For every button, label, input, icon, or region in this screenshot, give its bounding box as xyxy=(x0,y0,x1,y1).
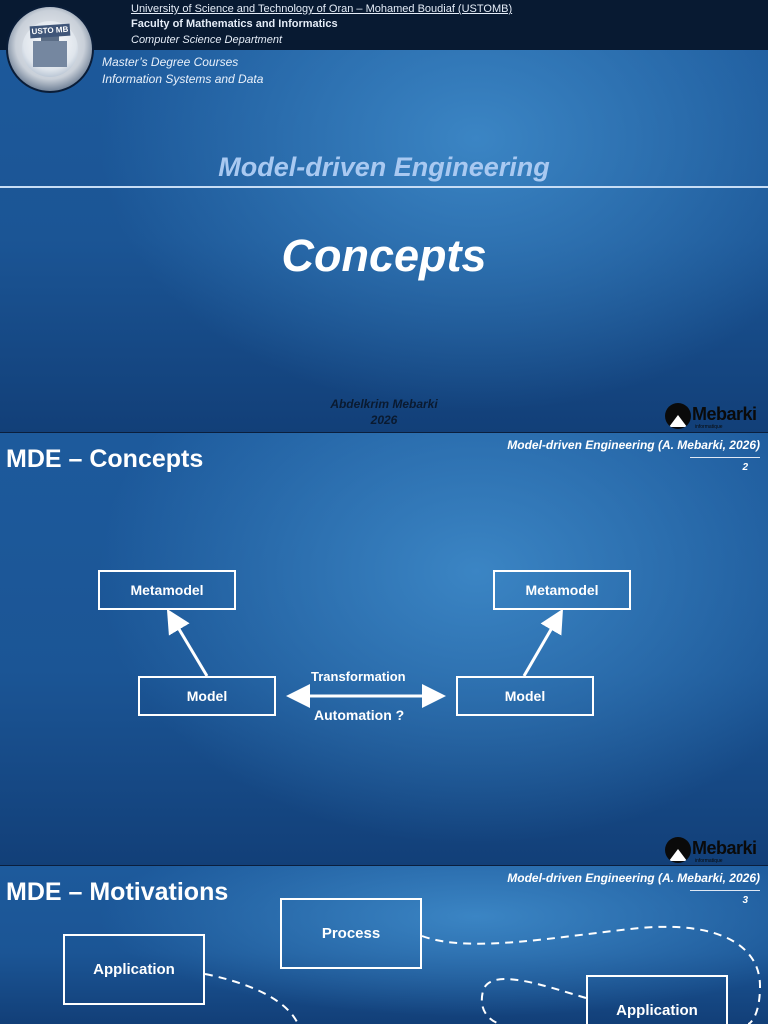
brand-logo: Mebarki informatique xyxy=(665,403,768,433)
left-metamodel-box: Metamodel xyxy=(98,570,236,610)
page-number: 2 xyxy=(742,462,748,473)
brand-subtext: informatique xyxy=(695,858,723,864)
process-box: Process xyxy=(280,898,422,969)
slide-heading: MDE – Concepts xyxy=(6,445,204,473)
mountain-icon xyxy=(665,837,691,863)
program-line-1: Master’s Degree Courses xyxy=(102,55,239,69)
header-bar xyxy=(0,0,768,50)
right-model-box: Model xyxy=(456,676,594,716)
program-line-2: Information Systems and Data xyxy=(102,72,264,86)
automation-label: Automation ? xyxy=(314,707,405,723)
dashed-curve-app-right xyxy=(480,978,587,1024)
title-divider xyxy=(0,186,768,188)
year: 2026 xyxy=(370,413,398,427)
left-model-box: Model xyxy=(138,676,276,716)
concepts-slide: MDE – Concepts Model-driven Engineering … xyxy=(0,433,768,866)
faculty-name: Faculty of Mathematics and Informatics xyxy=(131,18,338,30)
mountain-icon xyxy=(665,403,691,429)
instance-of-arrow-right xyxy=(522,608,564,677)
motivations-slide: MDE – Motivations Model-driven Engineeri… xyxy=(0,866,768,1024)
transformation-label: Transformation xyxy=(311,669,406,684)
page-number: 3 xyxy=(742,895,748,906)
slide-title: Concepts xyxy=(281,230,487,281)
department-name: Computer Science Department xyxy=(131,34,283,46)
university-logo: USTO MB xyxy=(6,5,94,93)
application-box-left: Application xyxy=(63,934,205,1005)
reference-divider xyxy=(690,457,760,458)
instance-of-arrow-left xyxy=(166,608,209,677)
title-slide: USTO MB University of Science and Techno… xyxy=(0,0,768,433)
slide-reference: Model-driven Engineering (A. Mebarki, 20… xyxy=(507,438,760,452)
reference-divider xyxy=(690,890,760,891)
slide-reference: Model-driven Engineering (A. Mebarki, 20… xyxy=(507,871,760,885)
course-title: Model-driven Engineering xyxy=(218,152,550,182)
dashed-curve-app-left xyxy=(204,973,299,1024)
application-box-right: Application xyxy=(586,975,728,1024)
university-link[interactable]: University of Science and Technology of … xyxy=(131,3,513,15)
right-metamodel-box: Metamodel xyxy=(493,570,631,610)
brand-logo: Mebarki informatique xyxy=(665,837,768,866)
slide-heading: MDE – Motivations xyxy=(6,878,229,906)
brand-subtext: informatique xyxy=(695,424,723,430)
author-name: Abdelkrim Mebarki xyxy=(330,397,438,411)
diagram-arrows xyxy=(166,608,564,708)
